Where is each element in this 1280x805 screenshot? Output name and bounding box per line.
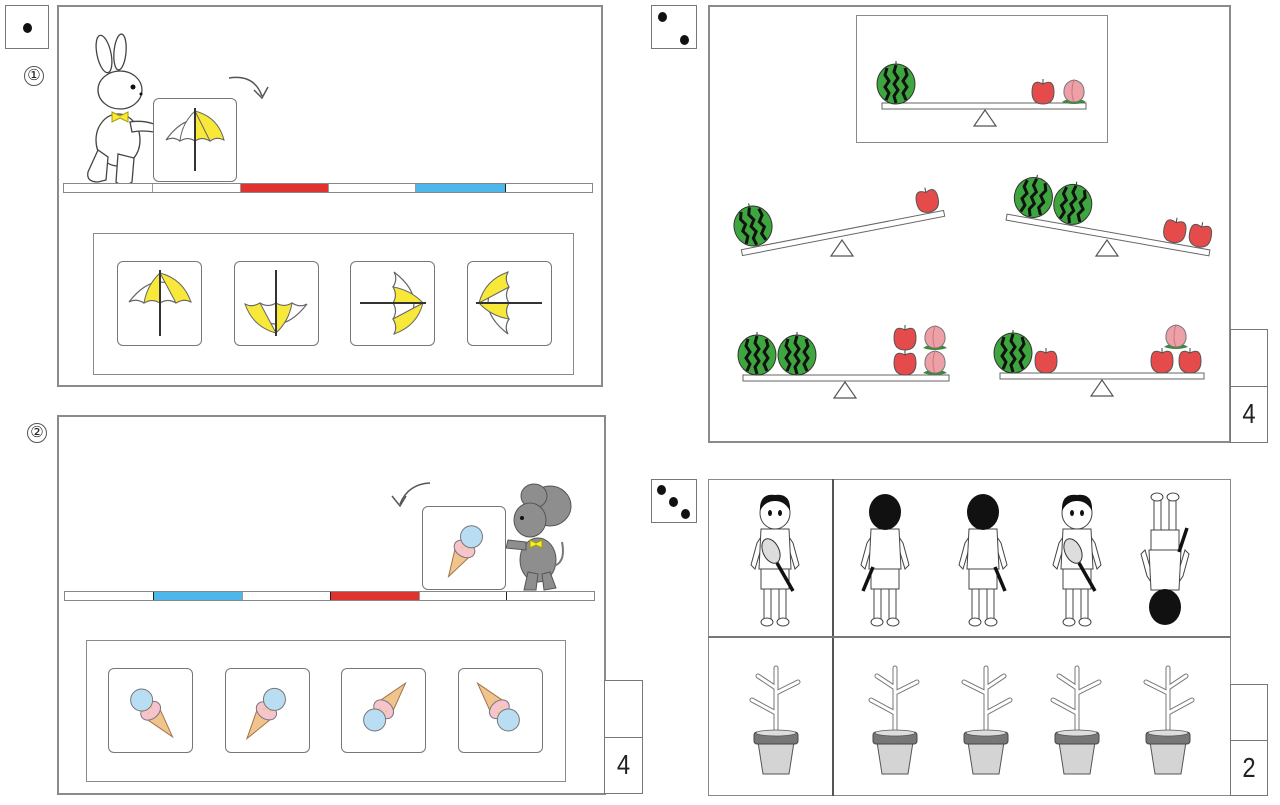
track-segment-white (153, 184, 241, 192)
track-segment-white (65, 592, 154, 600)
mouse-leg (541, 571, 557, 591)
mouse-leg (523, 571, 539, 591)
score-box-scales[interactable]: 4 (1230, 329, 1268, 443)
score-box-views[interactable]: 2 (1230, 684, 1268, 796)
die-one-pip (5, 5, 49, 49)
score-value: 2 (1242, 752, 1256, 783)
mouse-character (505, 483, 572, 591)
plant-view-option-4[interactable] (1146, 668, 1192, 774)
rabbit-ear-right (113, 33, 127, 71)
score-blank (605, 681, 642, 738)
mouse-arm (505, 539, 527, 551)
pip (669, 497, 678, 507)
mouse-tail (553, 541, 564, 567)
ice-cream-icon (363, 681, 407, 732)
rabbit-head (97, 70, 143, 110)
umbrella-upside-down-icon (244, 270, 308, 336)
track-segment-red (331, 592, 420, 600)
pip (681, 509, 690, 519)
boy-view-reference-front (750, 494, 800, 627)
plant-view-reference (752, 668, 798, 774)
track-segment-white (507, 592, 594, 600)
boy-view-option-3-front[interactable] (1052, 494, 1102, 627)
choice-ice-cream-4[interactable] (458, 668, 543, 753)
bow-tie-icon (529, 539, 543, 549)
pip (23, 23, 32, 33)
mouse-body (519, 537, 557, 583)
track-segment-blue (154, 592, 243, 600)
umbrella-sideways-right-icon (476, 271, 542, 335)
track-segment-white (243, 592, 331, 600)
score-value: 4 (616, 749, 631, 780)
boy-view-option-2-back[interactable] (958, 493, 1008, 627)
color-track-2 (64, 591, 595, 601)
bow-tie-icon (111, 111, 129, 123)
track-segment-white (329, 184, 416, 192)
score-blank (1231, 330, 1267, 387)
color-track-1 (63, 183, 593, 193)
question-number-2: ② (27, 423, 47, 443)
umbrella-upright-icon (128, 270, 192, 336)
score-value: 4 (1242, 398, 1256, 429)
umbrella-sideways-left-icon (360, 271, 426, 335)
rabbit-ear-left (95, 34, 113, 74)
track-segment-white (64, 184, 153, 192)
track-segment-blue (416, 184, 506, 192)
rabbit-character (87, 33, 155, 186)
rabbit-leg-left (87, 149, 109, 183)
ice-cream-icon (447, 525, 483, 579)
question-number-1: ① (24, 66, 44, 86)
die-two-pips (651, 5, 697, 49)
ice-cream-icon (130, 688, 174, 739)
umbrella-upright-icon (165, 108, 225, 171)
scale-3 (736, 324, 950, 399)
track-segment-white (420, 592, 507, 600)
views-divider-vertical (832, 479, 834, 796)
plant-view-option-1[interactable] (871, 668, 917, 774)
rotate-clockwise-arrow-icon (228, 76, 269, 100)
boy-view-option-1-back[interactable] (860, 493, 910, 627)
rotate-counterclockwise-arrow-icon (391, 482, 431, 508)
ice-cream-icon (476, 681, 520, 732)
boy-view-option-4-upside-down[interactable] (1140, 492, 1190, 626)
plant-view-option-3[interactable] (1053, 668, 1099, 774)
ice-cream-icon (245, 687, 286, 741)
pip (680, 35, 689, 45)
pip (657, 485, 666, 495)
views-divider-horizontal (708, 636, 1231, 638)
reference-scale (875, 59, 1087, 127)
plant-view-option-2[interactable] (964, 668, 1010, 774)
die-three-pips (651, 479, 697, 523)
scale-4 (992, 324, 1205, 397)
scale-1 (728, 184, 946, 257)
score-blank (1231, 685, 1267, 741)
score-box-q2[interactable]: 4 (604, 680, 643, 794)
track-segment-red (241, 184, 329, 192)
track-segment-white (506, 184, 592, 192)
mouse-head (513, 502, 547, 538)
pip (658, 12, 667, 22)
scale-2 (1005, 170, 1214, 257)
